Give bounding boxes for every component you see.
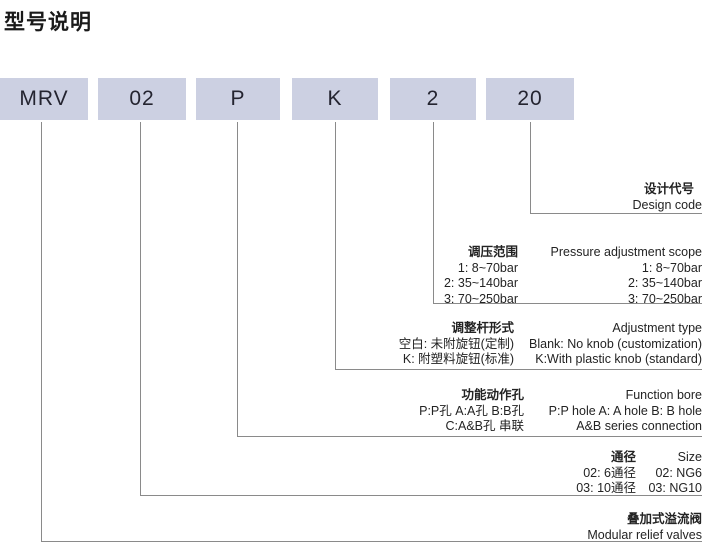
- desc-line: K:With plastic knob (standard): [535, 352, 702, 366]
- description-design-code-en: Design code: [633, 198, 703, 214]
- desc-line: P:P孔 A:A孔 B:B孔: [419, 403, 524, 418]
- connector-line-pressure-scope: [433, 122, 434, 304]
- desc-line: Pressure adjustment scope: [550, 245, 702, 259]
- desc-line: 03: NG10: [648, 481, 702, 495]
- desc-line: 2: 35~140bar: [443, 276, 518, 290]
- connector-rule-function-bore: [237, 436, 702, 437]
- code-box-0: MRV: [0, 78, 88, 120]
- description-en-column: Pressure adjustment scope 1: 8~70bar 2: …: [526, 245, 702, 307]
- page-title: 型号说明: [4, 11, 92, 34]
- desc-line: 1: 8~70bar: [641, 260, 702, 275]
- connector-rule-size: [140, 495, 702, 496]
- desc-line: Design code: [632, 198, 703, 212]
- connector-line-size: [140, 122, 141, 496]
- desc-line: 通径: [610, 450, 636, 464]
- desc-line: Modular relief valves: [587, 527, 702, 542]
- description-zh-column: 调压范围 1: 8~70bar 2: 35~140bar 3: 70~250ba…: [406, 245, 518, 307]
- description-zh-column: 叠加式溢流阀 Modular relief valves: [587, 512, 702, 543]
- desc-line: P:P hole A: A hole B: B hole: [548, 403, 702, 418]
- code-box-label: 20: [517, 87, 543, 110]
- desc-line: A&B series connection: [576, 419, 702, 433]
- description-zh-column: 功能动作孔 P:P孔 A:A孔 B:B孔 C:A&B孔 串联: [374, 388, 524, 435]
- code-box-4: 2: [390, 78, 476, 120]
- desc-line: 1: 8~70bar: [457, 260, 518, 275]
- desc-line: Blank: No knob (customization): [529, 336, 702, 351]
- desc-line: 功能动作孔: [461, 388, 524, 402]
- code-box-label: 2: [426, 87, 440, 110]
- connector-rule-design-code: [530, 213, 702, 214]
- description-en-column: Design code: [633, 198, 703, 214]
- desc-line: 叠加式溢流阀: [626, 512, 702, 526]
- desc-line: 2: 35~140bar: [627, 276, 702, 290]
- desc-line: 3: 70~250bar: [443, 291, 518, 306]
- desc-line: 调压范围: [467, 245, 518, 259]
- desc-line: 3: 70~250bar: [627, 291, 702, 306]
- description-zh-column: 通径 02: 6通径 03: 10通径: [546, 450, 636, 497]
- code-box-label: P: [230, 87, 246, 110]
- connector-line-adjustment-type: [335, 122, 336, 370]
- description-function-bore: 功能动作孔 P:P孔 A:A孔 B:B孔 C:A&B孔 串联 Function …: [374, 388, 702, 435]
- connector-rule-pressure-scope: [433, 303, 702, 304]
- desc-line: C:A&B孔 串联: [445, 419, 525, 433]
- description-pressure-scope: 调压范围 1: 8~70bar 2: 35~140bar 3: 70~250ba…: [406, 245, 702, 307]
- desc-line: 设计代号: [643, 182, 694, 196]
- connector-line-function-bore: [237, 122, 238, 437]
- description-product-name: 叠加式溢流阀 Modular relief valves: [587, 512, 702, 543]
- code-box-label: 02: [129, 87, 155, 110]
- desc-line: Adjustment type: [612, 321, 702, 335]
- connector-line-design-code: [530, 122, 531, 214]
- desc-line: 空白: 未附旋钮(定制): [398, 336, 514, 351]
- desc-line: 02: 6通径: [583, 465, 636, 480]
- code-box-5: 20: [486, 78, 574, 120]
- description-en-column: Size 02: NG6 03: NG10: [644, 450, 702, 497]
- desc-line: Size: [677, 450, 702, 464]
- description-zh-column: 调整杆形式 空白: 未附旋钮(定制) K: 附塑料旋钮(标准): [379, 321, 514, 368]
- code-box-label: MRV: [19, 87, 69, 110]
- description-adjustment-type: 调整杆形式 空白: 未附旋钮(定制) K: 附塑料旋钮(标准) Adjustme…: [379, 321, 702, 368]
- connector-rule-product-name: [41, 541, 702, 542]
- description-design-code: 设计代号: [644, 182, 702, 198]
- code-box-label: K: [327, 87, 343, 110]
- description-en-column: Adjustment type Blank: No knob (customiz…: [522, 321, 702, 368]
- code-box-3: K: [292, 78, 378, 120]
- description-zh-column: 设计代号: [644, 182, 694, 198]
- code-box-2: P: [196, 78, 280, 120]
- code-box-1: 02: [98, 78, 186, 120]
- connector-rule-adjustment-type: [335, 369, 702, 370]
- description-size: 通径 02: 6通径 03: 10通径 Size 02: NG6 03: NG1…: [546, 450, 702, 497]
- desc-line: 03: 10通径: [576, 481, 636, 495]
- desc-line: K: 附塑料旋钮(标准): [402, 352, 514, 366]
- connector-line-product-name: [41, 122, 42, 542]
- desc-line: 调整杆形式: [451, 321, 514, 335]
- desc-line: 02: NG6: [655, 465, 702, 480]
- desc-line: Function bore: [625, 388, 702, 402]
- description-en-column: Function bore P:P hole A: A hole B: B ho…: [532, 388, 702, 435]
